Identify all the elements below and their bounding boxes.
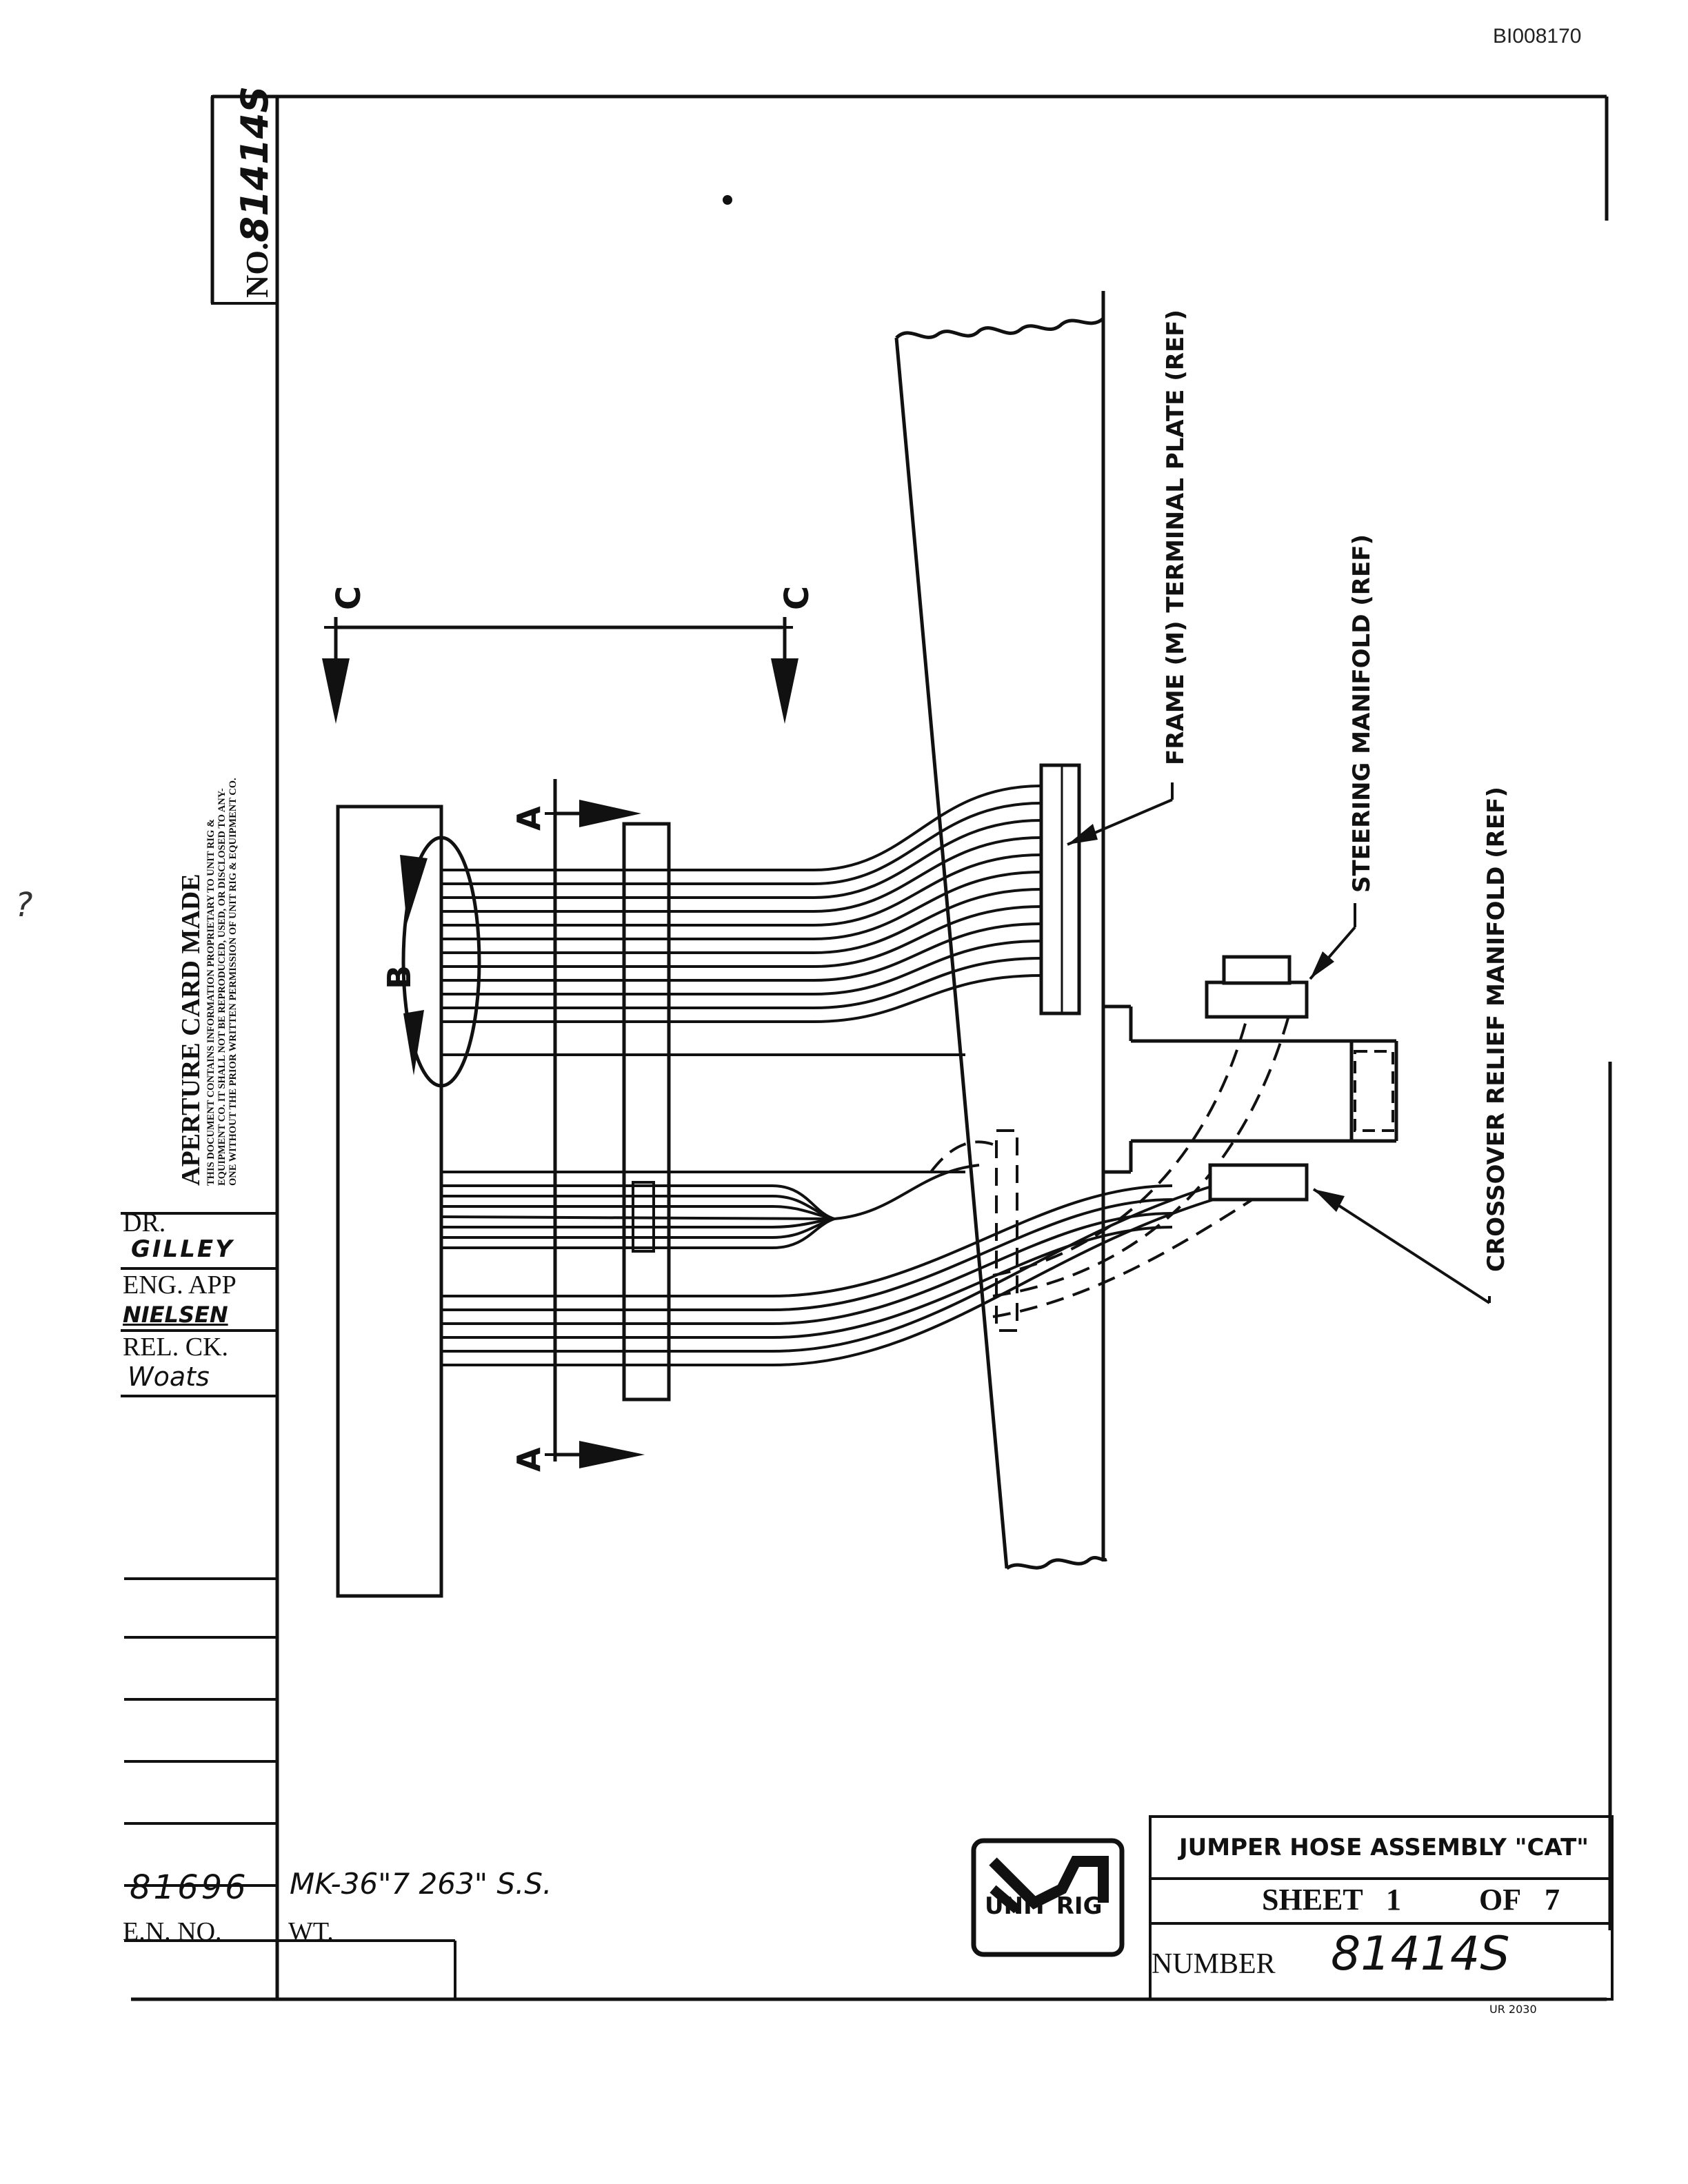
- dr-name: GILLEY: [131, 1235, 234, 1263]
- en-number: 81696: [130, 1868, 249, 1907]
- section-c-marker: [322, 617, 798, 724]
- clamp-hidden-lines: [623, 1069, 670, 1186]
- manifold-block: [336, 805, 443, 1598]
- notice-line-2: EQUIPMENT CO. IT SHALL NOT BE REPRODUCED…: [217, 788, 228, 1186]
- frame-member: [894, 291, 1398, 1570]
- unit-rig-logo-icon: [971, 1838, 1125, 1957]
- of-label: OF: [1479, 1883, 1522, 1917]
- terminal-plate-callout: FRAME (M) TERMINAL PLATE (REF): [1162, 310, 1189, 765]
- number-value: 81414S: [1331, 1927, 1510, 1981]
- section-a-bottom-label: A: [510, 1447, 547, 1472]
- upper-hose-bundle: [441, 785, 1042, 1023]
- section-a-marker: [545, 779, 645, 1468]
- rel-ck-label: REL. CK.: [123, 1333, 229, 1362]
- approval-block-lines: [121, 1212, 456, 1999]
- section-a-top-label: A: [510, 806, 547, 831]
- lower-hose-bundle: [441, 1184, 1214, 1366]
- drawing-title: JUMPER HOSE ASSEMBLY "CAT": [1179, 1834, 1589, 1861]
- title-block-lines: [1149, 1815, 1614, 2001]
- leader-lines: [1067, 782, 1491, 1304]
- rel-ck-name: Woats: [128, 1362, 210, 1392]
- en-label: E.N. NO.: [123, 1917, 222, 1946]
- detail-b-label: B: [381, 964, 418, 989]
- notice-text: THIS DOCUMENT CONTAINS INFORMATION PROPR…: [205, 778, 239, 1186]
- dr-label: DR.: [123, 1209, 166, 1237]
- drawing-number-frame: [211, 95, 279, 305]
- hidden-bracket: [1354, 1050, 1394, 1132]
- notice-title: APERTURE CARD MADE: [177, 873, 205, 1186]
- crossover-manifold: [1208, 1163, 1309, 1202]
- speck: [723, 195, 732, 205]
- section-c-right-label: C: [778, 585, 816, 610]
- hose-clamp-bar: [622, 822, 671, 1402]
- sheet-number: 1: [1386, 1883, 1401, 1917]
- steering-manifold-callout: STEERING MANIFOLD (REF): [1348, 534, 1376, 893]
- crossover-manifold-callout: CROSSOVER RELIEF MANIFOLD (REF): [1483, 787, 1510, 1272]
- notice-line-3: ONE WITHOUT THE PRIOR WRITTEN PERMISSION…: [228, 778, 239, 1186]
- number-label: NUMBER: [1152, 1948, 1276, 1980]
- eng-app-label: ENG. APP: [123, 1271, 237, 1300]
- sheet-label: SHEET: [1262, 1883, 1363, 1917]
- drawing-number-value: 81414S: [233, 85, 277, 243]
- notice-line-1: THIS DOCUMENT CONTAINS INFORMATION PROPR…: [205, 818, 217, 1186]
- wt-label: WT.: [288, 1917, 334, 1946]
- detail-b-marker: [400, 836, 481, 1088]
- margin-mark: ?: [15, 886, 33, 924]
- section-c-left-label: C: [330, 585, 368, 610]
- middle-hose-bundle: [441, 1053, 980, 1249]
- form-code: UR 2030: [1489, 2003, 1537, 2016]
- drawing-number-prefix: NO.: [239, 242, 274, 299]
- mk-note: MK-36"7 263" S.S.: [290, 1867, 552, 1901]
- terminal-plate: [1039, 763, 1081, 1015]
- drawing-number: NO.81414S: [233, 86, 277, 298]
- logo-text: UNIT RIG: [985, 1892, 1103, 1920]
- sheet-total: 7: [1545, 1883, 1560, 1917]
- eng-app-name: NIELSEN: [123, 1302, 228, 1328]
- steering-manifold: [1205, 955, 1309, 1019]
- hidden-hose-lines: [930, 1013, 1298, 1332]
- document-id: BI008170: [1493, 25, 1582, 48]
